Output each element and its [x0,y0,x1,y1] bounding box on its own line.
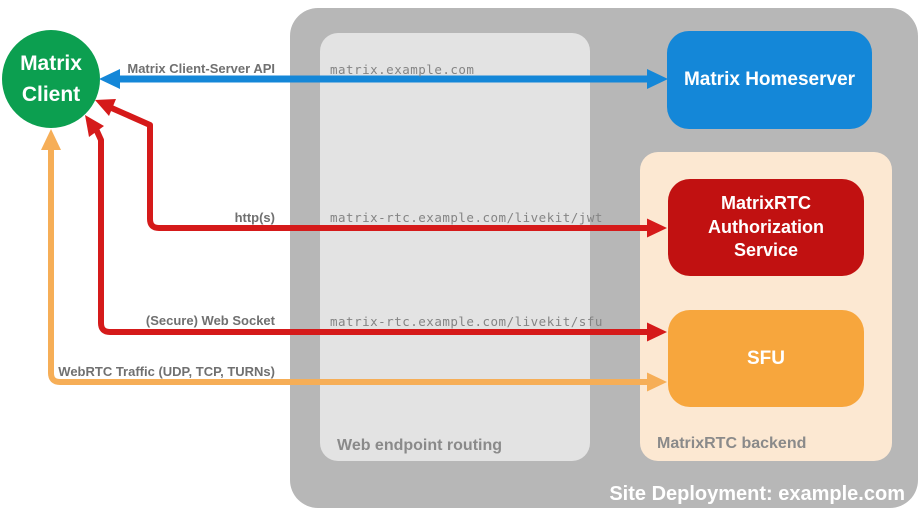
matrixrtc-authorization-service-node: MatrixRTC Authorization Service [668,179,864,276]
web-endpoint-routing-container [320,33,590,461]
matrix-homeserver-label: Matrix Homeserver [683,69,856,90]
route-matrix-example: matrix.example.com [330,62,475,77]
site-deployment-label: Site Deployment: example.com [609,483,905,505]
web-endpoint-routing-label: Web endpoint routing [337,437,503,454]
client-server-api-label: Matrix Client-Server API [127,61,275,76]
sfu-label: SFU [747,347,785,369]
sfu-node: SFU [668,310,864,407]
web-socket-label: (Secure) Web Socket [145,313,275,328]
matrix-client-node: Matrix Client [2,30,100,128]
https-label: http(s) [234,210,275,225]
matrix-homeserver-node: Matrix Homeserver [667,31,872,129]
matrixrtc-authorization-service-label: MatrixRTC Authorization Service [708,192,824,261]
matrixrtc-backend-label: MatrixRTC backend [657,435,807,452]
matrix-client-label: Matrix Client [20,51,82,107]
route-livekit-jwt: matrix-rtc.example.com/livekit/jwt [330,210,603,225]
route-livekit-sfu: matrix-rtc.example.com/livekit/sfu [330,314,603,329]
webrtc-traffic-label: WebRTC Traffic (UDP, TCP, TURNs) [58,364,275,379]
